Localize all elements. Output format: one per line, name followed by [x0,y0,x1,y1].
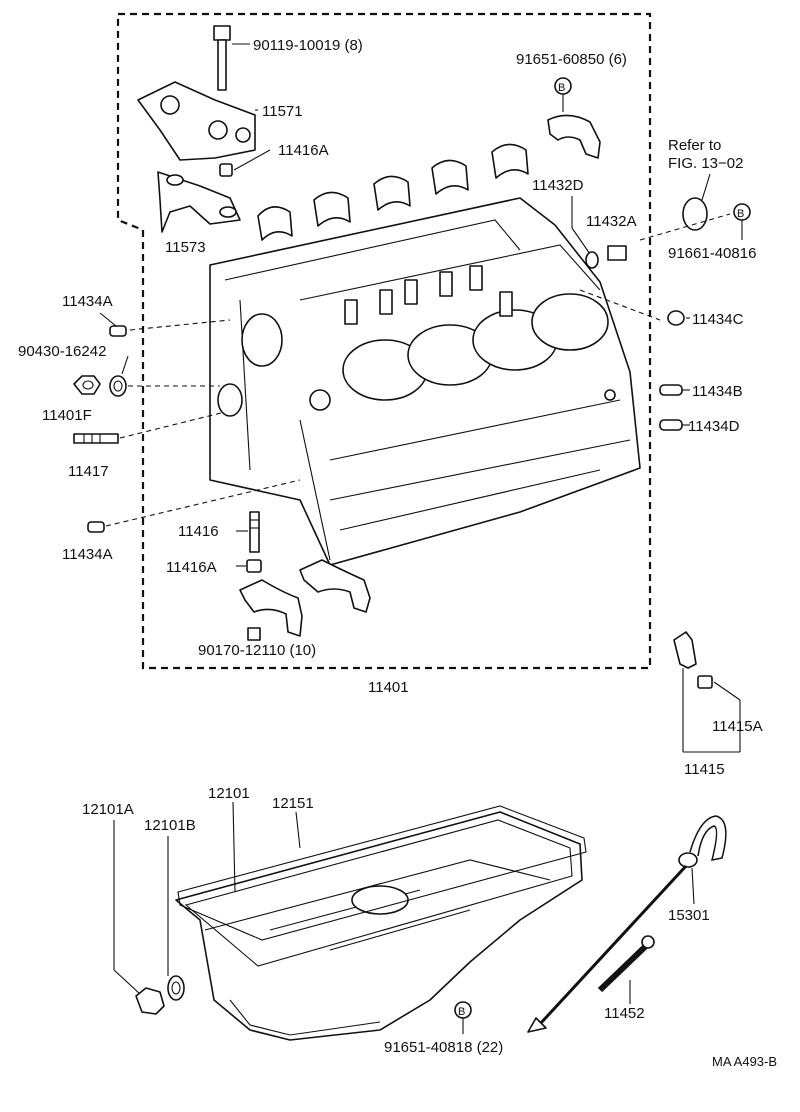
bolt-b-top: 91651-60850 (6) B [516,51,627,159]
label-11417: 11417 [68,463,109,480]
drain-plug-11415: 11415A 11415 [673,631,763,778]
label-11432a: 11432A [586,213,637,230]
label-11401f: 11401F [42,407,92,424]
label-refer-line2: FIG. 13−02 [668,155,743,172]
label-11434d: 11434D [688,418,740,435]
bearing-shells [257,143,529,241]
callout-b-pan: B [458,1006,465,1018]
label-90430: 90430-16242 [18,343,106,360]
guide-11452: 11452 [597,935,655,1022]
dipstick-15301: 15301 [527,815,727,1033]
cylinder-block [209,197,641,566]
label-12151: 12151 [272,795,314,812]
label-11432d: 11432D [532,177,584,194]
label-bolt-b-top: 91651-60850 (6) [516,51,627,68]
bracket-11573: 11573 [157,171,241,256]
plug-11401f: 11401F [42,375,101,424]
gasket-90430: 90430-16242 [18,343,220,397]
label-bolt-b-pan: 91651-40818 (22) [384,1039,503,1056]
refer-note: Refer to FIG. 13−02 [668,137,743,231]
callout-b-seal: B [737,208,744,220]
bolt-b-seal: B 91661-40816 [668,203,756,262]
label-15301: 15301 [668,907,710,924]
bolt-b-pan: B 91651-40818 (22) [384,1001,503,1056]
label-11416a-top: 11416A [278,142,329,159]
block-assembly-frame [116,12,652,670]
label-12101: 12101 [208,785,250,802]
label-11434c: 11434C [692,311,744,328]
pan-drain-plug [135,975,185,1015]
label-refer-line1: Refer to [668,137,721,154]
label-11416a-lower: 11416A [166,559,217,576]
label-11434a-upper: 11434A [62,293,113,310]
figure-code: MA A493-B [712,1054,777,1069]
label-11573: 11573 [165,239,206,256]
pin-11434c: 11434C [667,310,744,328]
label-11401: 11401 [368,679,409,696]
pin-11434d: 11434D [659,418,740,435]
bearing-caps [239,559,371,637]
gasket-12151 [177,805,587,941]
label-11571: 11571 [262,103,303,120]
bracket-11571: 11571 [137,81,303,161]
label-11415: 11415 [684,761,725,778]
pin-11434b: 11434B [659,383,743,400]
label-11452: 11452 [604,1005,645,1022]
bolt-top-assembly: 90119-10019 (8) [213,25,363,91]
label-11416: 11416 [178,523,219,540]
label-12101b: 12101B [144,817,196,834]
label-11434b: 11434B [692,383,743,400]
dowel-11416a-top: 11416A [219,142,329,177]
plug-11432: 11432D 11432A [532,177,731,321]
label-12101a: 12101A [82,801,134,818]
callout-b-top: B [558,82,565,94]
stud-11416: 11416 [178,511,260,553]
oil-pan [175,811,583,1041]
label-bolt-b-seal: 91661-40816 [668,245,756,262]
bolt-bottom: 90170-12110 (10) [198,627,316,659]
pin-11434a-lower: 11434A [62,479,301,563]
pan-labels: 12101A 12101B 12101 12151 [82,785,314,995]
label-11415a: 11415A [712,718,763,735]
dowel-11416a-lower: 11416A [166,559,262,576]
label-bolt-top: 90119-10019 (8) [253,37,363,54]
stud-11417: 11417 [68,411,226,480]
label-bolt-bottom: 90170-12110 (10) [198,642,316,659]
pin-11434a-upper: 11434A [62,293,231,337]
label-11434a-lower: 11434A [62,546,113,563]
